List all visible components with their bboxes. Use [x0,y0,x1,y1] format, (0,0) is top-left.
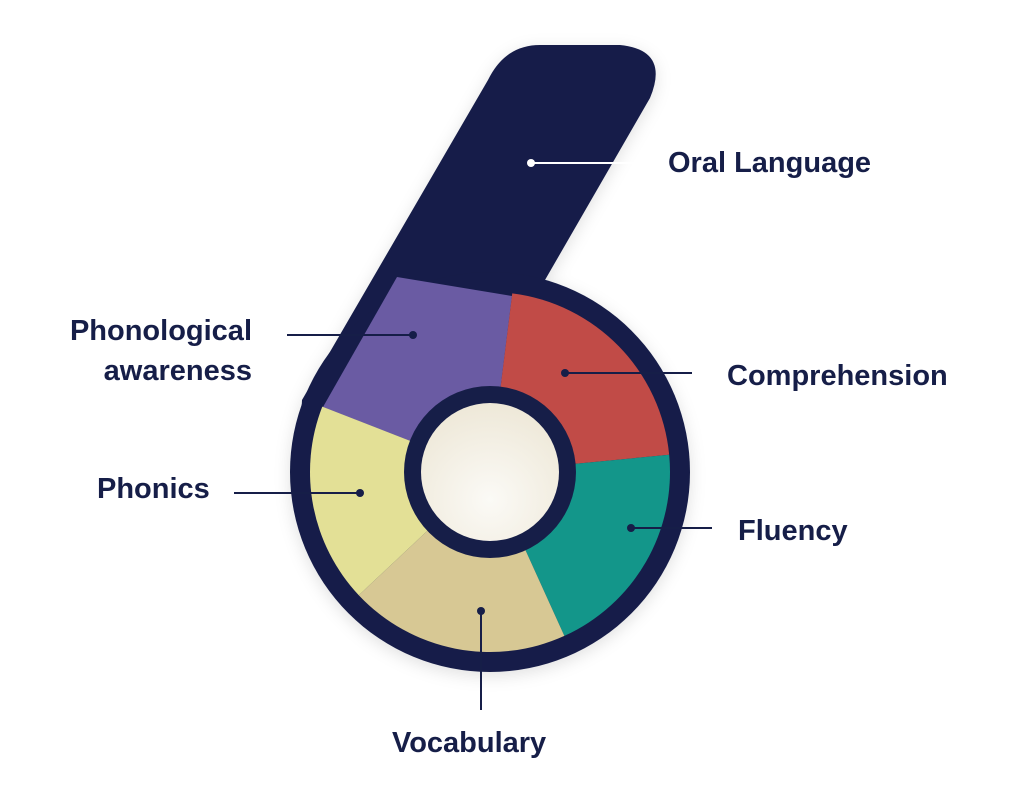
dot-phonological [409,331,417,339]
dot-phonics [356,489,364,497]
dot-fluency [627,524,635,532]
center-circle [421,403,559,541]
dot-vocabulary [477,607,485,615]
sector-phonics [310,406,490,596]
label-phonics: Phonics [97,473,210,505]
label-vocabulary: Vocabulary [392,727,547,759]
label-comprehension: Comprehension [727,360,948,392]
dot-comprehension [561,369,569,377]
label-oral-language: Oral Language [668,147,872,179]
label-phonological-awareness: Phonological awareness [70,311,252,391]
label-phonological-line1: Phonological [69,315,252,347]
label-fluency: Fluency [738,515,848,547]
label-phonological-line2: awareness [103,355,252,387]
sector-vocabulary [358,472,565,652]
dot-oral-language [527,159,535,167]
